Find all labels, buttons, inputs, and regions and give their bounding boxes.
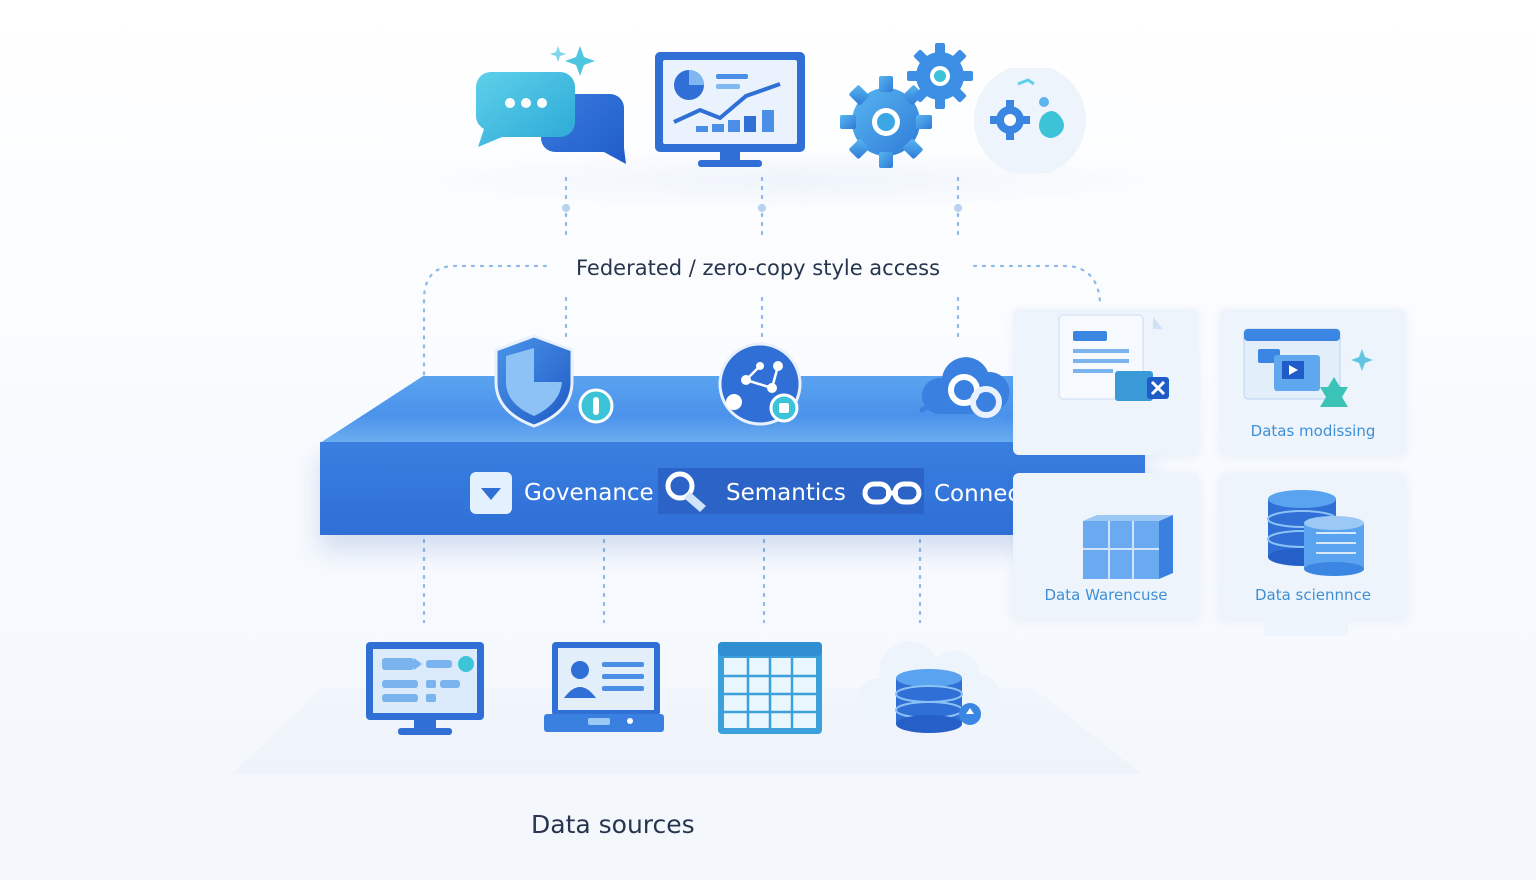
cloud-database-icon	[857, 641, 1001, 733]
chat-bubbles-icon	[475, 46, 626, 164]
warehouse-icon	[1083, 515, 1173, 579]
network-globe-icon	[718, 342, 802, 426]
data-sources-label: Data sources	[531, 810, 695, 839]
federated-access-label: Federated / zero-copy style access	[576, 256, 941, 280]
cloud-link-icon	[919, 357, 1010, 418]
card-tab	[1264, 618, 1348, 636]
card-label: Data Warencuse	[1044, 586, 1168, 604]
analytics-monitor-icon	[655, 52, 805, 167]
pillar-semantics: Semantics	[664, 470, 846, 516]
card-label: Data sciennnce	[1254, 586, 1372, 604]
side-card-export	[1013, 309, 1199, 455]
side-card-data-modeling: Datas modissing	[1220, 309, 1406, 455]
ai-workflow-icon	[974, 68, 1086, 173]
governance-icon	[470, 472, 512, 514]
profile-laptop-icon	[544, 642, 664, 732]
spreadsheet-icon	[718, 642, 822, 734]
database-stack-icon	[1267, 490, 1364, 576]
semantics-icon	[665, 471, 706, 512]
document-export-icon	[1058, 314, 1169, 401]
side-card-data-warehouse: Data Warencuse	[1013, 473, 1199, 618]
side-card-data-science: Data sciennnce	[1220, 473, 1406, 618]
pillar-label: Semantics	[726, 480, 846, 506]
connectivity-icon	[862, 481, 922, 505]
dashboard-monitor-icon	[366, 642, 484, 735]
gears-icon	[840, 43, 973, 168]
pillar-label: Govenance	[524, 480, 654, 506]
data-modeling-icon	[1243, 328, 1373, 407]
card-label: Datas modissing	[1250, 422, 1376, 440]
pillar-governance: Govenance	[470, 472, 654, 514]
shield-icon	[494, 334, 614, 428]
